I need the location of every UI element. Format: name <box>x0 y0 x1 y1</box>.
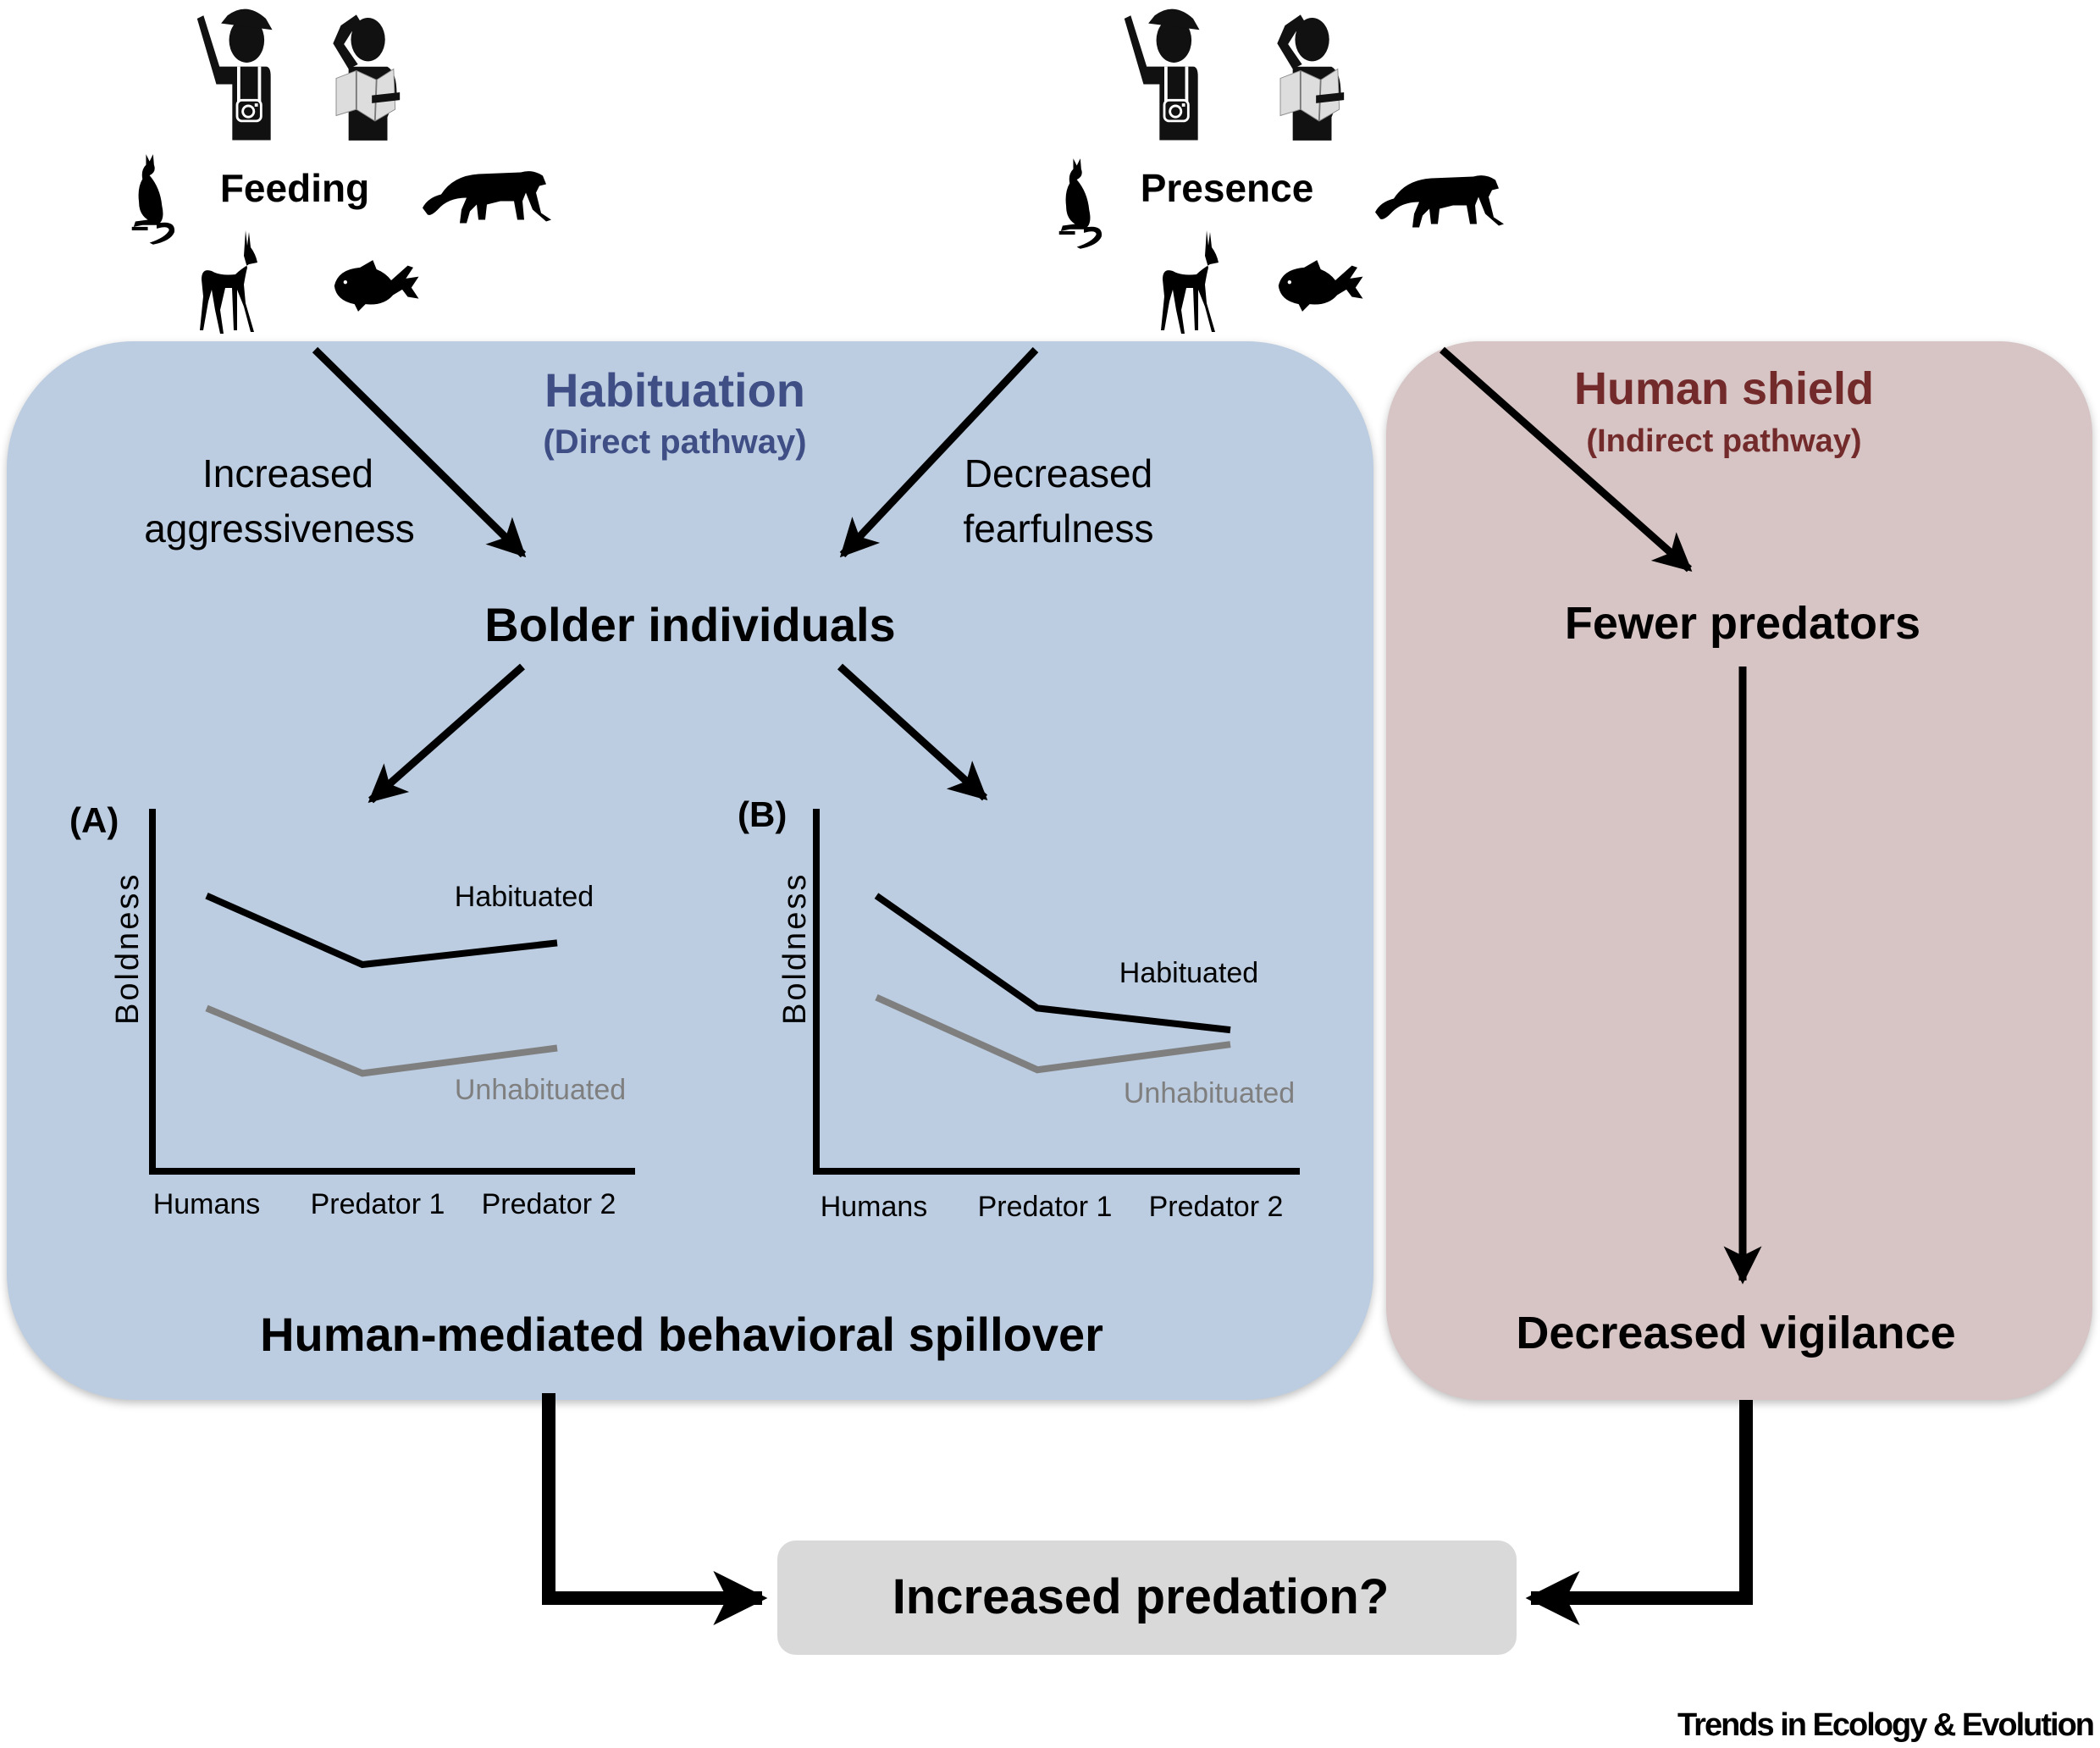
human-shield-title: Human shield <box>1573 363 1875 414</box>
chart-a-xtick: Predator 1 <box>310 1188 445 1220</box>
human-shield-subtitle: (Indirect pathway) <box>1586 423 1862 459</box>
chart-b-legend-habituated: Habituated <box>1119 957 1259 989</box>
chart-b-xtick: Humans <box>820 1191 928 1223</box>
increased-effect-line2: aggressiveness <box>144 506 415 550</box>
chart-b-panel-label: (B) <box>738 794 788 834</box>
presence-label: Presence <box>1140 166 1314 210</box>
decreased-effect-line1: Decreased <box>964 451 1153 495</box>
increased-predation-label: Increased predation? <box>892 1569 1390 1624</box>
arrow-feeding-to-bolder <box>312 346 527 558</box>
antelope-icon <box>1161 230 1219 334</box>
arrow-presence-to-bolder <box>839 346 1039 558</box>
chart-a-axes <box>149 809 635 1175</box>
chart-b-legend-unhabituated: Unhabituated <box>1123 1077 1296 1109</box>
chart-a-legend-unhabituated: Unhabituated <box>454 1074 627 1106</box>
bolder-individuals-label: Bolder individuals <box>484 598 896 651</box>
chart-a <box>149 809 635 1175</box>
arrow-bolder-to-chart-a <box>368 663 525 804</box>
spillover-label: Human-mediated behavioral spillover <box>260 1308 1103 1361</box>
decreased-vigilance-label: Decreased vigilance <box>1516 1308 1956 1358</box>
cheetah-icon <box>1375 175 1504 228</box>
chart-b-axes <box>813 809 1300 1175</box>
chart-b-xtick: Predator 1 <box>977 1191 1113 1223</box>
habituation-panel <box>7 341 1373 1400</box>
arrow-presence-to-fewer-predators <box>1440 346 1693 573</box>
chart-a-legend-habituated: Habituated <box>454 881 594 913</box>
antelope-icon <box>200 230 257 334</box>
kangaroo-icon <box>1058 158 1102 249</box>
increased-effect-line1: Increased <box>202 451 374 495</box>
chart-b-ylabel: Boldness <box>777 871 813 1025</box>
chart-a-ylabel: Boldness <box>110 871 146 1025</box>
tourist-with-map-icon <box>1275 13 1346 142</box>
chart-b <box>813 809 1300 1175</box>
chart-a-xtick: Humans <box>152 1188 261 1220</box>
feeding-label: Feeding <box>219 166 370 210</box>
fish-icon <box>1278 260 1363 312</box>
tourist-with-map-icon <box>331 13 401 142</box>
cheetah-icon <box>423 171 551 224</box>
arrow-bolder-to-chart-b <box>837 663 988 801</box>
decreased-effect-line2: fearfulness <box>963 506 1154 550</box>
chart-b-xtick: Predator 2 <box>1148 1191 1284 1223</box>
journal-credit: Trends in Ecology & Evolution <box>1677 1707 2095 1743</box>
arrow-vigilance-to-predation <box>1525 1400 1753 1625</box>
chart-b-unhabituated-line <box>875 993 1231 1074</box>
outcome-box <box>777 1541 1517 1655</box>
habituation-subtitle: (Direct pathway) <box>543 423 807 461</box>
fewer-predators-label: Fewer predators <box>1564 598 1921 649</box>
arrow-spillover-to-predation <box>542 1393 768 1625</box>
tourist-with-camera-icon <box>197 9 273 141</box>
chart-b-habituated-line <box>874 893 1231 1034</box>
chart-a-habituated-line <box>205 893 558 969</box>
chart-a-unhabituated-line <box>205 1004 558 1077</box>
fish-icon <box>334 260 419 312</box>
chart-a-xtick: Predator 2 <box>481 1188 616 1220</box>
kangaroo-icon <box>131 154 175 245</box>
habituation-title: Habituation <box>544 363 805 417</box>
tourist-with-camera-icon <box>1125 9 1200 141</box>
chart-a-panel-label: (A) <box>69 800 119 840</box>
